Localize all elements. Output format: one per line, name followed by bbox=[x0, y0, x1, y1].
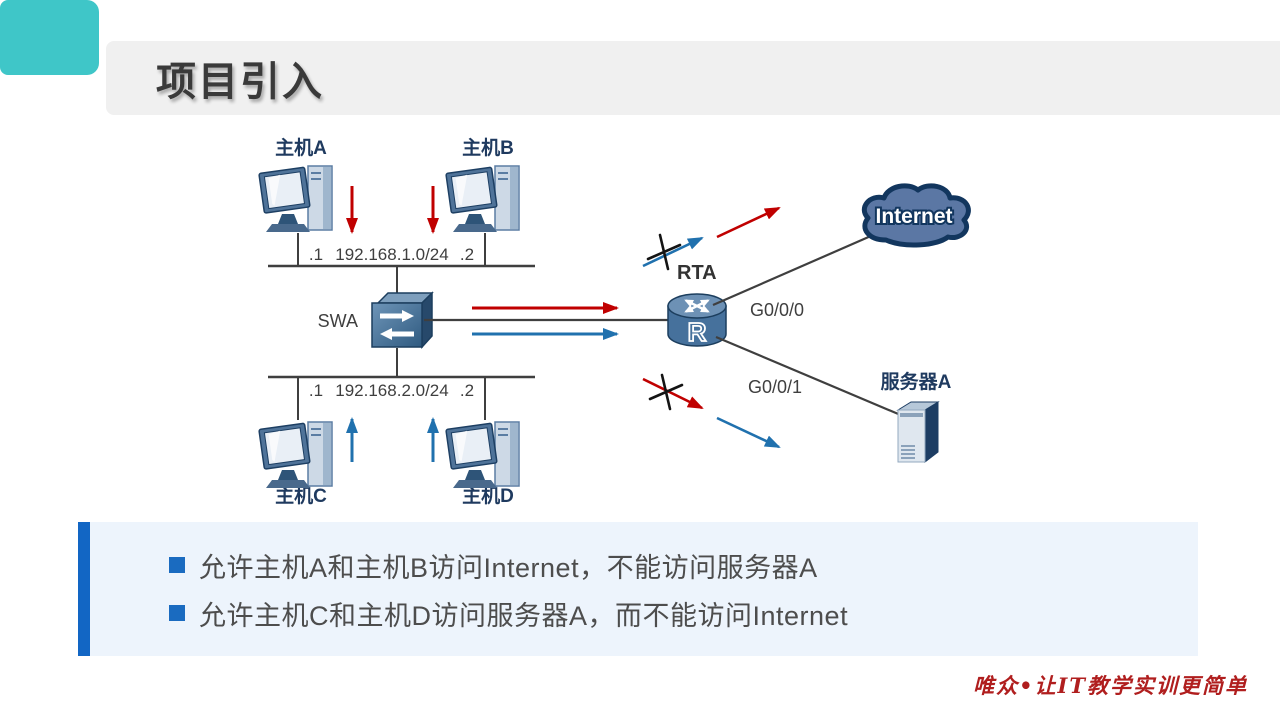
host-a-label: 主机A bbox=[275, 137, 327, 159]
allowed-flow-red-to-internet bbox=[716, 206, 781, 239]
bullet-square-icon bbox=[169, 557, 185, 573]
requirement-text: 允许主机A和主机B访问Internet，不能访问服务器A bbox=[199, 552, 818, 583]
blocked-flow-red-to-server bbox=[642, 377, 704, 410]
net2-ip-left: .1 bbox=[309, 381, 323, 400]
switch-label: SWA bbox=[318, 311, 358, 331]
desktop-computer-icon bbox=[257, 165, 333, 233]
lan-switch-icon bbox=[371, 291, 434, 349]
router-letter: R bbox=[688, 317, 707, 347]
interface-g000-label: G0/0/0 bbox=[750, 300, 804, 320]
net2-cidr: 192.168.2.0/24 bbox=[335, 381, 448, 400]
server-tower-icon bbox=[896, 401, 940, 464]
link-rta-internet bbox=[712, 230, 881, 307]
host-d-label: 主机D bbox=[462, 485, 514, 507]
internet-cloud-icon: Internet bbox=[861, 183, 971, 248]
accent-block bbox=[0, 0, 99, 75]
requirement-item: 允许主机C和主机D访问服务器A，而不能访问Internet bbox=[169, 594, 1198, 633]
block-x-mark-icon bbox=[646, 233, 682, 271]
desktop-computer-icon bbox=[257, 421, 333, 489]
footer-slogan: 唯众•让IT教学实训更简单 bbox=[973, 673, 1248, 698]
requirement-text: 允许主机C和主机D访问服务器A，而不能访问Internet bbox=[199, 600, 849, 631]
net1-ip-right: .2 bbox=[460, 245, 474, 264]
desktop-computer-icon bbox=[444, 421, 520, 489]
network-topology-diagram: 主机A 主机B 主机C 主机D .1 192.168.1.0/24 .2 .1 … bbox=[257, 137, 971, 507]
internet-label: Internet bbox=[875, 205, 952, 228]
bullet-square-icon bbox=[169, 605, 185, 621]
link-rta-server bbox=[715, 335, 904, 418]
net2-ip-right: .2 bbox=[460, 381, 474, 400]
net1-cidr: 192.168.1.0/24 bbox=[335, 245, 448, 264]
blocked-flow-blue-to-internet bbox=[642, 236, 704, 268]
host-b-label: 主机B bbox=[462, 137, 514, 159]
router-icon: R bbox=[667, 293, 727, 348]
requirement-item: 允许主机A和主机B访问Internet，不能访问服务器A bbox=[169, 546, 1198, 585]
host-c-label: 主机C bbox=[275, 485, 327, 507]
desktop-computer-icon bbox=[444, 165, 520, 233]
allowed-flow-blue-to-server bbox=[716, 416, 781, 449]
block-x-mark-icon bbox=[648, 373, 684, 411]
title-bar: 项目引入 bbox=[106, 41, 1280, 115]
server-label: 服务器A bbox=[881, 370, 952, 393]
interface-g001-label: G0/0/1 bbox=[748, 377, 802, 397]
net1-ip-left: .1 bbox=[309, 245, 323, 264]
ethernet-bus-lines bbox=[268, 233, 535, 420]
page-title: 项目引入 bbox=[156, 60, 324, 104]
router-label: RTA bbox=[677, 262, 717, 284]
requirements-box: 允许主机A和主机B访问Internet，不能访问服务器A 允许主机C和主机D访问… bbox=[78, 522, 1198, 656]
